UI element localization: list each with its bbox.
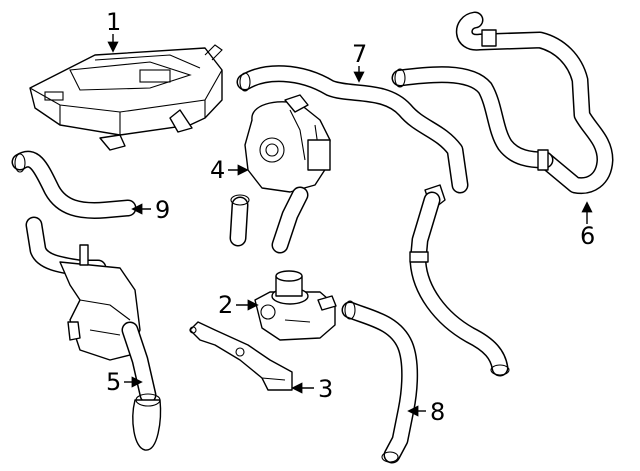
callout-3: 3: [291, 375, 333, 403]
callout-label-7: 7: [352, 40, 367, 68]
part-5-bracket-hose[interactable]: [25, 216, 162, 451]
callout-label-3: 3: [318, 375, 333, 403]
callout-6: 6: [580, 201, 595, 250]
callout-label-2: 2: [218, 291, 233, 319]
part-7-hose[interactable]: [236, 65, 510, 377]
callout-label-1: 1: [106, 8, 121, 36]
callout-2: 2: [218, 291, 259, 319]
callout-8: 8: [407, 398, 445, 426]
callout-label-9: 9: [155, 196, 170, 224]
callout-1: 1: [106, 8, 121, 53]
callout-label-8: 8: [430, 398, 445, 426]
part-4-valve-assembly[interactable]: [229, 94, 331, 254]
callout-9: 9: [131, 196, 170, 224]
callout-7: 7: [352, 40, 367, 83]
callout-4: 4: [210, 156, 249, 184]
callout-5: 5: [106, 368, 143, 396]
callout-label-6: 6: [580, 222, 595, 250]
callout-label-4: 4: [210, 156, 225, 184]
part-1-control-module[interactable]: [29, 44, 223, 151]
part-8-hose[interactable]: [341, 300, 419, 464]
part-6-hose[interactable]: [391, 11, 614, 195]
part-2-water-pump[interactable]: [254, 270, 337, 341]
callout-label-5: 5: [106, 368, 121, 396]
part-9-hose[interactable]: [11, 150, 137, 219]
